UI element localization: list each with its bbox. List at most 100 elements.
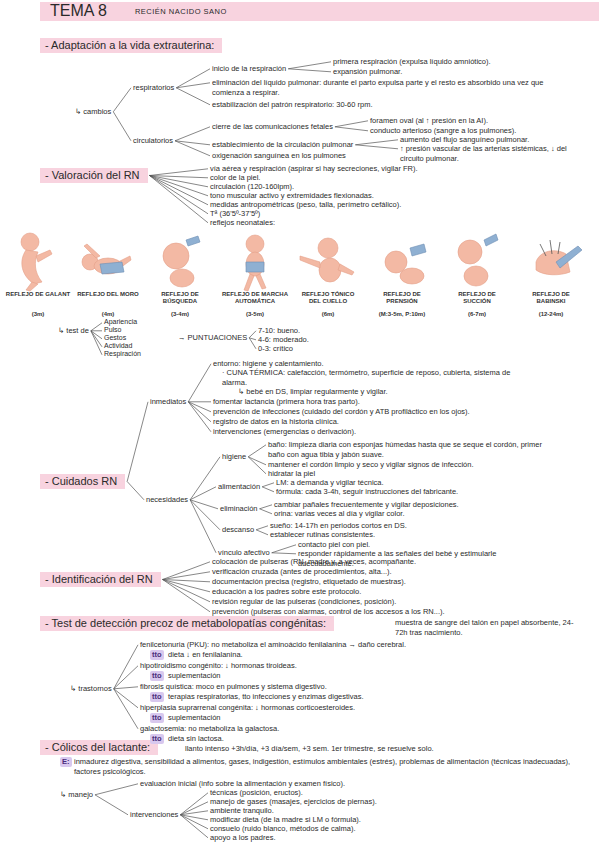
bracket-line — [335, 127, 368, 131]
reflex-caption: (3-4m) — [147, 311, 213, 318]
bracket-line — [355, 140, 398, 145]
baby-figure — [163, 243, 194, 287]
bracket-line — [262, 483, 274, 487]
highlight-tag: E: — [60, 757, 72, 767]
bracket-line — [91, 323, 102, 331]
note-text: 7-10: bueno. — [258, 326, 300, 336]
note-text: ↳ trastornos — [70, 684, 112, 694]
note-text: foramen oval (al ↑ presión en la AI). — [370, 116, 488, 126]
highlight-tag: tto — [150, 692, 164, 702]
note-text: conducto arterioso (sangre a los pulmone… — [370, 126, 516, 136]
bracket-line — [188, 402, 211, 422]
note-text: técnicas (posición, eructos). — [210, 788, 303, 798]
reflex-caption: REFLEJO DE SUCCIÓN — [444, 291, 510, 305]
note-text: entorno: higiene y calentamiento. — [213, 359, 324, 369]
note-text: suplementación — [168, 671, 221, 681]
note-text: cierre de las comunicaciones fetales — [212, 122, 333, 132]
heading-band: - Identificación del RN — [40, 572, 161, 587]
bracket-line — [175, 127, 210, 141]
note-text: Respiración — [104, 350, 141, 358]
heading-text: - Adaptación a la vida extrauterina: — [45, 39, 214, 51]
heading-text: TEMA 8 — [50, 2, 107, 19]
bracket-line — [176, 83, 210, 88]
note-text: contacto piel con piel. — [298, 540, 370, 550]
cloth — [100, 262, 124, 274]
bracket-line — [150, 176, 208, 196]
heading-band: - Valoración del RN — [40, 168, 148, 183]
bracket-line — [260, 505, 272, 509]
bracket-line — [113, 88, 131, 112]
note-text: dieta ↓ en fenilalanina. — [168, 650, 243, 660]
reflex-caption: REFLEJO DE BÚSQUEDA — [147, 291, 213, 305]
note-text: Apariencia — [104, 318, 137, 326]
bracket-line — [188, 401, 211, 402]
hand — [484, 234, 498, 246]
bracket-line — [335, 121, 368, 127]
baby-figure — [244, 235, 266, 291]
bracket-line — [127, 482, 144, 500]
note-text: ↳ bebé en DS, limpiar regularmente y vig… — [238, 387, 388, 397]
highlight-tag: tto — [150, 671, 164, 681]
reflex-caption: REFLEJO DE PRENSIÓN — [369, 291, 435, 305]
bracket-line — [176, 69, 210, 88]
note-text: fomentar lactancia (primera hora tras pa… — [213, 397, 360, 407]
bracket-line — [249, 338, 256, 349]
note-text: medidas antropométricas (peso, talla, pe… — [210, 200, 401, 210]
bracket-line — [288, 62, 331, 69]
note-text: terapias respiratorias, tto infecciones … — [168, 692, 364, 702]
bracket-line — [114, 666, 138, 689]
note-text: ↳ test de — [58, 326, 89, 336]
note-text: Gestos — [104, 334, 126, 342]
bracket-line — [272, 553, 296, 554]
highlight-tag: tto — [150, 713, 164, 723]
note-text: apoyo a los padres. — [210, 833, 275, 843]
hand — [410, 244, 426, 256]
bracket-line — [95, 784, 138, 795]
note-text: alimentación — [218, 482, 260, 492]
highlight-tag: tto — [150, 650, 164, 660]
note-text: hidratar la piel — [268, 469, 315, 479]
note-text: orina: varias veces al día y vigilar col… — [274, 509, 404, 519]
note-text: evaluación inicial (info sobre la alimen… — [140, 779, 345, 789]
bracket-line — [190, 487, 216, 500]
heading-band: TEMA 8RECIÉN NACIDO SANO — [40, 2, 599, 21]
note-text: Tª (36'5º-37'5º) — [210, 209, 260, 219]
bracket-line — [256, 526, 268, 530]
reflex-caption: (6-7m) — [444, 311, 510, 318]
note-text: oxigenación sanguínea en los pulmones — [212, 151, 346, 161]
note-text: aumento del flujo sanguíneo pulmonar. — [400, 135, 529, 145]
note-text: 4-6: moderado. — [258, 335, 309, 345]
note-text: sueño: 14-17h en periodos cortos en DS. — [270, 521, 407, 531]
heading-text: - Cólicos del lactante: — [45, 741, 150, 753]
bracket-line — [95, 795, 128, 815]
bracket-line — [355, 145, 398, 149]
reflex-caption: REFLEJO DE GALANT — [5, 291, 71, 298]
bracket-line — [150, 169, 208, 176]
note-text: Actividad — [104, 342, 132, 350]
baby-figure — [300, 238, 354, 282]
reflex-caption: REFLEJO DE BABINSKI — [518, 291, 584, 305]
bracket-line — [288, 69, 331, 72]
heading-band: - Cólicos del lactante: — [40, 740, 158, 755]
heading-band: - Cuidados RN — [40, 474, 125, 489]
note-text: circulatorios — [133, 136, 173, 146]
baby-figure — [385, 251, 424, 284]
bracket-line — [113, 112, 131, 141]
note-text: verificación cruzada (antes de procedimi… — [212, 567, 392, 577]
note-text: establecer rutinas consistentes. — [270, 530, 375, 540]
hand — [556, 246, 582, 268]
bracket-line — [256, 530, 268, 535]
note-text: colocación de pulseras (RN, madre y, a v… — [212, 557, 416, 567]
bracket-line — [180, 793, 208, 815]
bracket-line — [91, 330, 102, 331]
note-text: fibrosis quística: moco en pulmones y si… — [140, 682, 327, 692]
bracket-line — [163, 580, 210, 612]
reflex-caption: REFLEJO DE MARCHA AUTOMÁTICA — [222, 291, 288, 305]
note-text: cambiar pañales frecuentemente y vigilar… — [274, 500, 459, 510]
note-text: respiratorios — [133, 83, 174, 93]
note-text: circulación (120-160lpm). — [210, 182, 294, 192]
bracket-line — [190, 500, 220, 530]
note-text: hiperplasia suprarrenal congénita: ↓ hor… — [140, 703, 355, 713]
note-text: inicio de la respiración — [212, 64, 286, 74]
